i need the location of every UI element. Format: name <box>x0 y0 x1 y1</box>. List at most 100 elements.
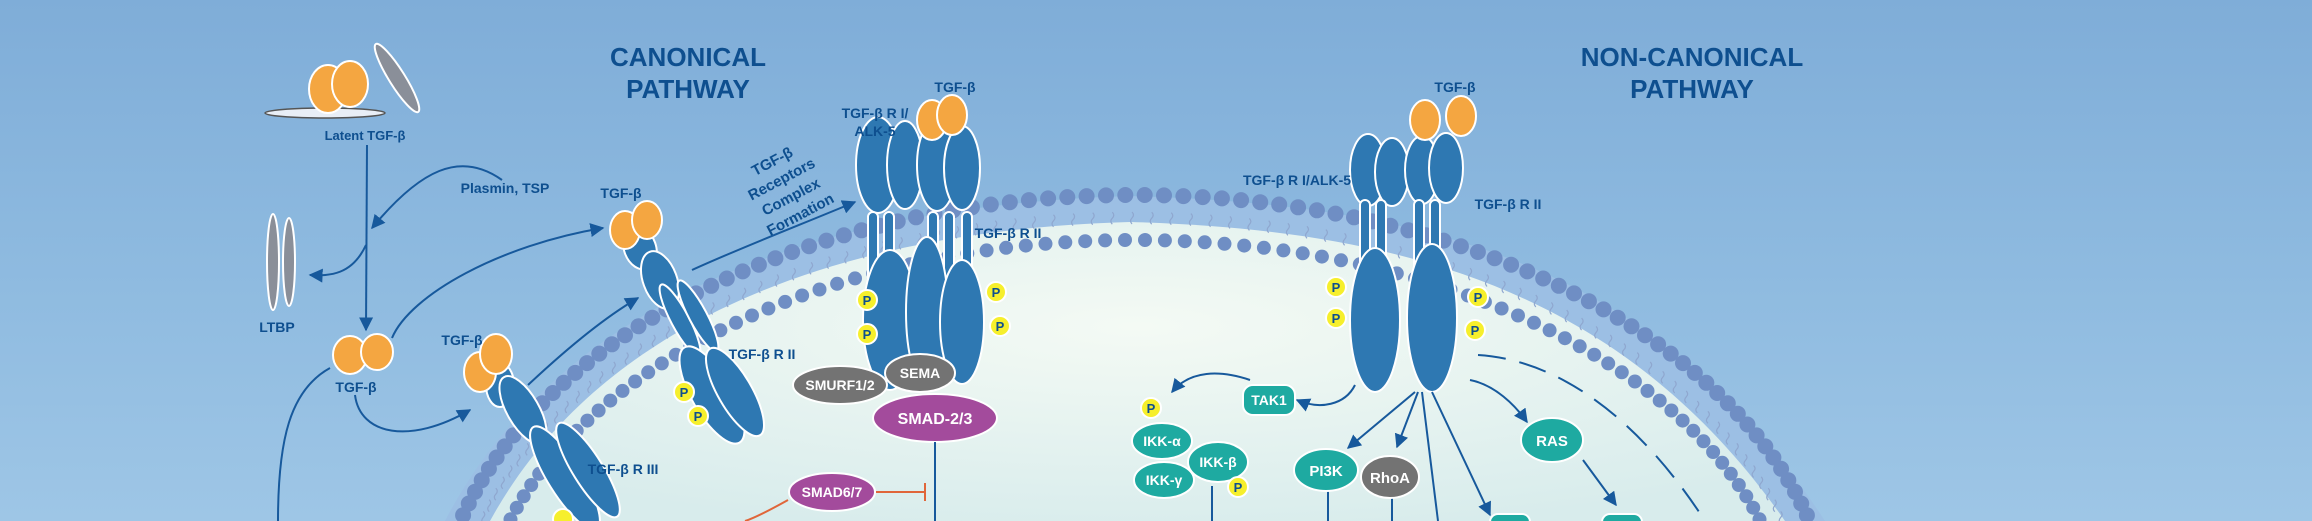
lipid-head <box>496 438 513 455</box>
lipid-head <box>1709 385 1726 401</box>
lipid-head <box>1327 205 1344 222</box>
lipid-head <box>830 276 845 291</box>
signaling-arrows <box>1171 354 1706 521</box>
tgfbr1-alk5-label: TGF-β R I/ALK-5 <box>1243 172 1351 188</box>
lipid-head <box>1637 327 1653 344</box>
lipid-head <box>488 449 505 466</box>
plasmin-tsp-label: Plasmin, TSP <box>461 180 550 196</box>
phosphate-label: P <box>863 293 872 308</box>
lipid-head <box>795 288 810 303</box>
lipid-head <box>1020 192 1037 209</box>
lipid-head <box>580 413 595 428</box>
lipid-tail <box>1672 380 1677 394</box>
lipid-tail <box>487 499 492 513</box>
kinase-domain <box>1349 247 1401 393</box>
tgfb-ligand <box>936 94 968 136</box>
tgfb-ligand <box>1409 99 1441 141</box>
tgfb-ligand <box>631 200 663 240</box>
pi3k-node: PI3K <box>1293 448 1359 492</box>
lipid-tail <box>1716 421 1721 435</box>
lipid-head <box>1719 395 1736 412</box>
tgfb-label: TGF-β <box>441 332 483 348</box>
lipid-head <box>1566 285 1582 302</box>
lipid-tail <box>710 301 715 315</box>
ltbp-fragment <box>266 213 280 311</box>
smurf-label: SMURF1/2 <box>805 377 874 393</box>
lipid-tail <box>1648 361 1653 375</box>
lipid-tail <box>1621 343 1627 357</box>
phosphate-marker <box>856 323 878 345</box>
lipid-tail <box>1051 214 1056 228</box>
lipid-head <box>713 323 728 338</box>
lipid-tail <box>1484 274 1490 287</box>
lipid-tail <box>1031 215 1037 229</box>
lipid-tail <box>993 220 998 234</box>
lipid-head <box>1295 246 1310 261</box>
lipid-head <box>516 489 531 504</box>
ikk-gamma-shape <box>1133 461 1195 499</box>
lipid-tail <box>1169 212 1174 226</box>
lipid-head <box>1276 243 1291 258</box>
lipid-head <box>467 483 483 500</box>
lipid-tail <box>564 400 569 414</box>
lipid-head <box>1078 188 1095 205</box>
lipid-tail <box>1594 325 1599 339</box>
lipid-head <box>729 315 743 330</box>
lipid-head <box>1698 374 1715 391</box>
lipid-head <box>524 478 539 492</box>
lipid-head <box>835 227 852 244</box>
lipid-head <box>1765 449 1782 466</box>
tgfbr3-receptor <box>485 362 621 521</box>
lipid-tail <box>758 280 763 294</box>
ras-shape <box>1520 417 1584 463</box>
cell <box>445 187 1825 521</box>
lipid-head <box>1175 188 1192 205</box>
lipid-tail <box>1517 287 1522 301</box>
lipid-head <box>1640 383 1655 398</box>
lipid-head <box>1078 234 1093 249</box>
lipid-tail <box>1743 453 1748 467</box>
binding-arrow <box>354 394 472 433</box>
lipid-tail <box>1071 213 1076 227</box>
ras-node: RAS <box>1520 417 1584 463</box>
lipid-tail <box>1660 370 1665 384</box>
lipid-tail <box>1323 229 1328 243</box>
lipid-head <box>801 238 818 255</box>
tak1-node: TAK1 <box>1242 384 1296 416</box>
lipid-head <box>1787 483 1803 500</box>
canonical-title-line2: PATHWAY <box>626 74 750 104</box>
lipid-tail <box>624 352 629 366</box>
lipid-tail <box>1012 217 1017 231</box>
lipid-tail <box>1759 476 1764 490</box>
receptor-domain <box>1374 137 1410 207</box>
membrane-lipid-tails <box>481 211 1783 521</box>
phosphate-marker <box>1467 286 1489 308</box>
lipid-head <box>1334 253 1348 268</box>
lipid-head <box>591 403 606 418</box>
lipid-head <box>1675 355 1691 372</box>
lipid-head <box>1018 238 1033 253</box>
tgfb-label: TGF-β <box>1434 79 1476 95</box>
lipid-tail <box>1705 410 1710 424</box>
lipid-tail <box>1734 442 1739 456</box>
lipid-head <box>812 282 827 297</box>
inhibition-line <box>744 499 789 521</box>
smurf-node: SMURF1/2 <box>792 365 888 405</box>
lipid-tail <box>1635 352 1640 366</box>
lipid-head <box>1739 489 1754 504</box>
smurf-shape <box>792 365 888 405</box>
phosphate-group: P P P P <box>856 281 1011 345</box>
lipid-head <box>1550 277 1567 294</box>
lipid-tail <box>516 453 521 467</box>
dashed-pathway <box>1477 354 1706 521</box>
lipid-head <box>1136 187 1153 203</box>
lipid-tail <box>493 487 498 501</box>
lipid-head <box>703 277 720 294</box>
lipid-tail <box>525 442 530 456</box>
lipid-tail <box>954 225 960 239</box>
lipid-head <box>544 385 561 401</box>
tgfbr2-label: TGF-β R II <box>975 225 1042 241</box>
lipid-tail <box>1129 211 1135 225</box>
lipid-head <box>853 222 870 239</box>
